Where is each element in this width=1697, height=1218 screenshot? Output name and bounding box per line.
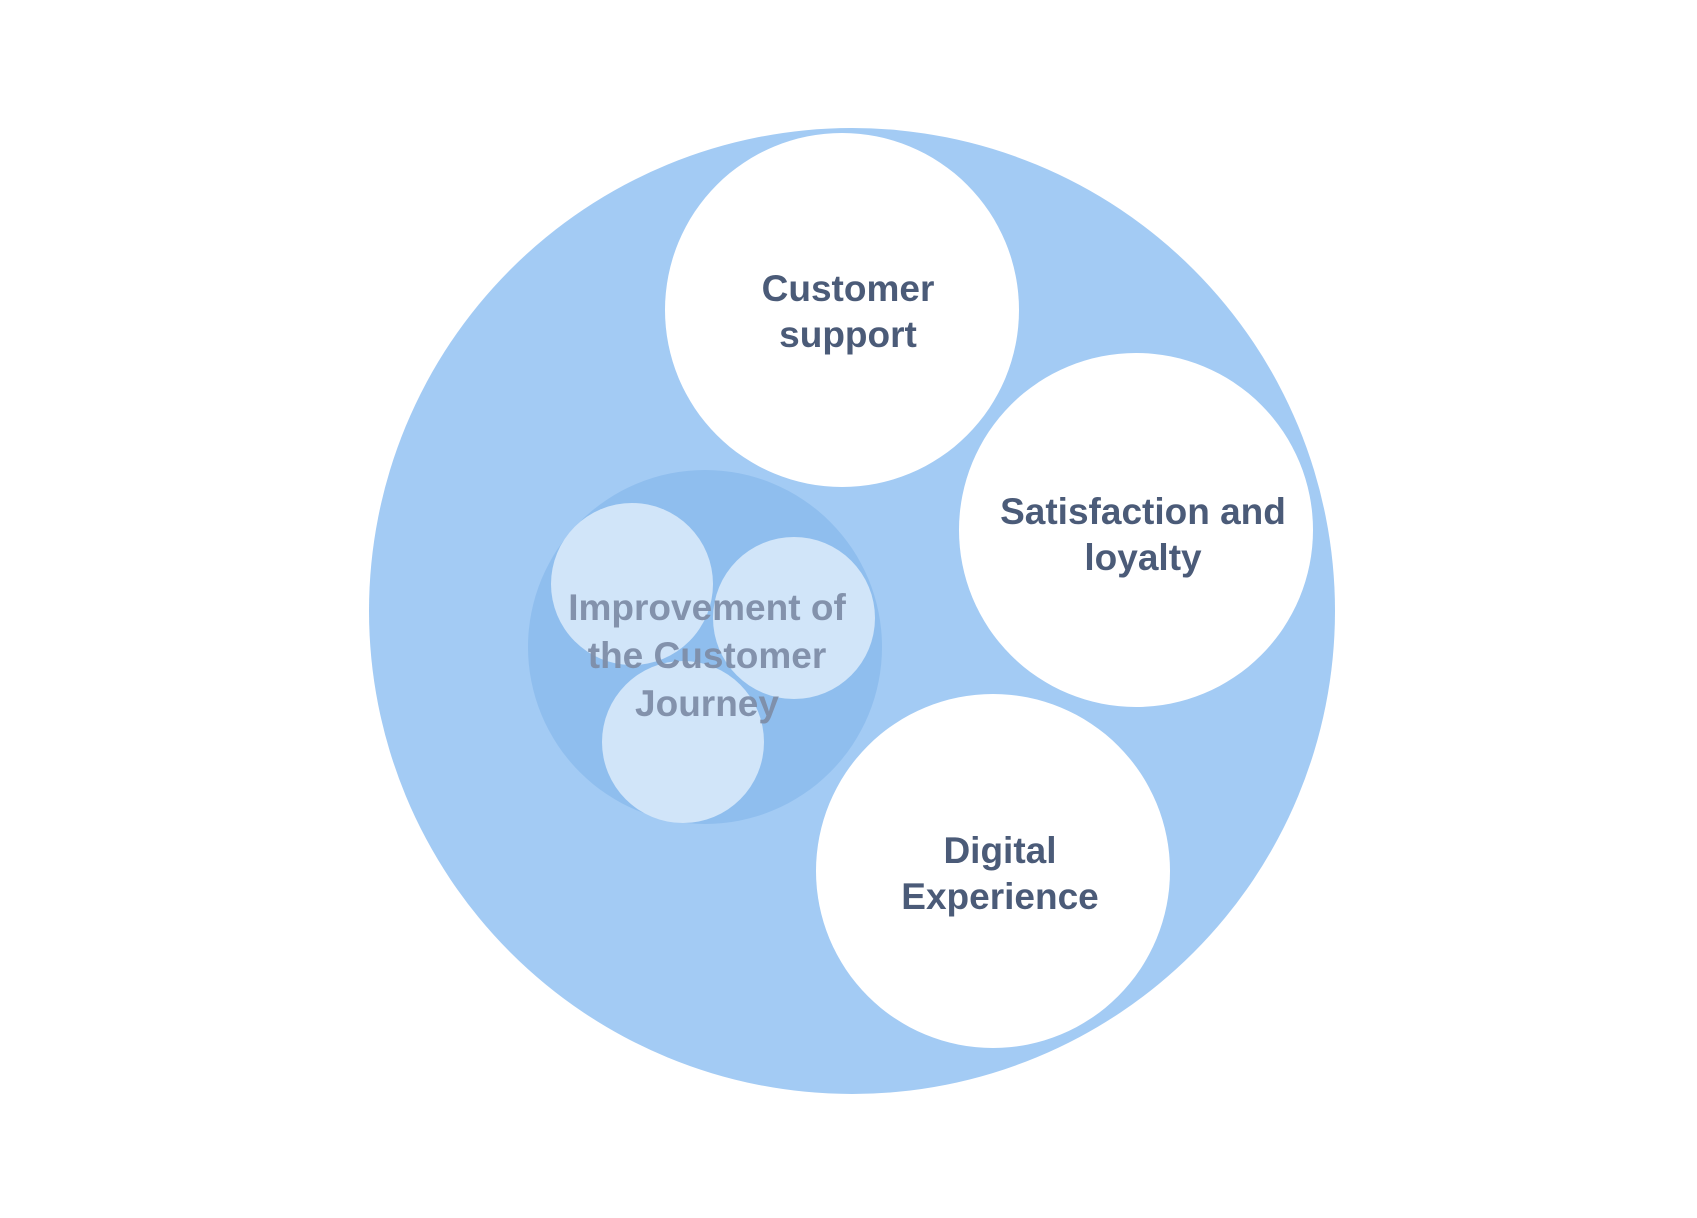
- sub-circle-3: [602, 661, 764, 823]
- node-satisfaction-loyalty[interactable]: [959, 353, 1313, 707]
- label-line: loyalty: [1084, 537, 1202, 578]
- label-line: Journey: [635, 683, 779, 724]
- label-line: Digital: [943, 830, 1057, 871]
- sub-circle-1: [551, 503, 713, 665]
- node-label-customer-support: Customer support: [762, 266, 935, 358]
- label-line: Customer: [761, 268, 935, 309]
- label-line: Improvement of: [568, 587, 846, 628]
- label-line: Satisfaction and: [1000, 491, 1286, 532]
- center-label: Improvement of the Customer Journey: [568, 584, 846, 728]
- node-label-digital-experience: Digital Experience: [901, 828, 1098, 920]
- node-digital-experience[interactable]: [816, 694, 1170, 1048]
- node-label-satisfaction-loyalty: Satisfaction and loyalty: [1000, 489, 1286, 581]
- sub-circle-2: [713, 537, 875, 699]
- label-line: the Customer: [587, 635, 827, 676]
- label-line: support: [779, 314, 917, 355]
- node-customer-support[interactable]: [665, 133, 1019, 487]
- label-line: Experience: [901, 876, 1099, 917]
